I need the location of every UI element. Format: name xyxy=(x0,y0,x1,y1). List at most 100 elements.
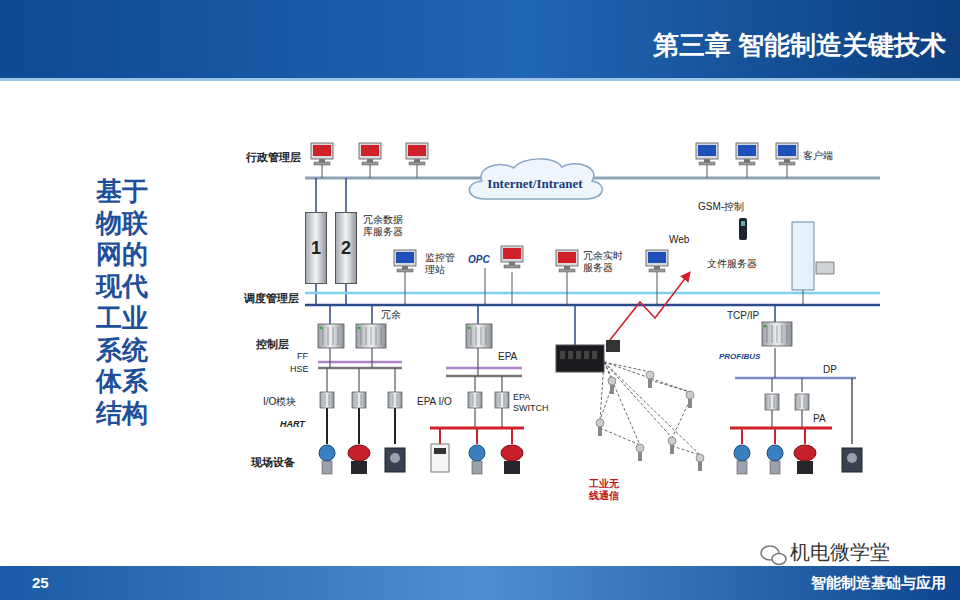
diagram-label: EPA SWITCH xyxy=(512,392,554,414)
file-server xyxy=(792,222,814,290)
screen xyxy=(313,145,331,156)
rack-slot xyxy=(376,327,377,345)
device-body xyxy=(842,448,862,472)
module-body xyxy=(468,392,482,408)
bus-line xyxy=(305,292,880,295)
diagram-label: TCP/IP xyxy=(726,310,760,322)
status-led xyxy=(468,327,471,330)
stand xyxy=(509,262,515,265)
transmitter-body xyxy=(472,461,482,474)
field-device xyxy=(501,445,523,474)
sensor-stem xyxy=(670,445,674,454)
io-module xyxy=(765,394,779,410)
rack-body xyxy=(356,324,386,348)
bus-line xyxy=(358,408,360,444)
device-body xyxy=(385,448,405,472)
wireless-link xyxy=(600,428,640,445)
bus-line xyxy=(774,428,776,444)
module-slot xyxy=(357,394,358,406)
module-body xyxy=(495,392,509,408)
diagram-label: DP xyxy=(822,364,838,376)
rack-slot xyxy=(782,325,783,343)
network-cloud: Internet/Intranet xyxy=(463,155,608,205)
bus-line xyxy=(567,272,568,305)
diagram-label: HART xyxy=(279,419,306,430)
bus-line xyxy=(501,376,502,392)
module-slot xyxy=(800,396,801,408)
bus-line xyxy=(394,368,395,392)
wireless-link xyxy=(604,362,650,372)
bus-line xyxy=(326,408,328,444)
screen xyxy=(738,145,756,156)
status-led xyxy=(764,325,767,328)
field-device xyxy=(348,445,370,474)
rack-slot xyxy=(328,327,329,345)
sensor-head xyxy=(608,377,616,385)
rack-slot xyxy=(476,327,477,345)
base xyxy=(739,162,755,165)
bus-line xyxy=(371,348,372,368)
sensor-head xyxy=(686,391,694,399)
field-device xyxy=(385,448,405,472)
sensor-stem xyxy=(648,379,652,388)
bus-line xyxy=(405,272,406,305)
sensor-stem xyxy=(688,399,692,408)
bus-line xyxy=(501,408,502,428)
device-gauge xyxy=(390,453,400,463)
screen xyxy=(698,145,716,156)
valve-actuator xyxy=(348,445,370,461)
module-body xyxy=(765,394,779,410)
module-slot xyxy=(397,394,398,406)
footer-bar xyxy=(0,566,960,600)
base xyxy=(314,162,330,165)
bus-line xyxy=(370,165,371,178)
bus-line xyxy=(329,305,331,324)
wireless-sensor xyxy=(636,444,644,461)
server-box: 1 xyxy=(305,212,327,284)
diagram-label: EPA xyxy=(497,351,518,363)
monitor xyxy=(406,143,428,159)
wireless-controller xyxy=(556,345,604,372)
wireless-link xyxy=(650,380,690,392)
module-slot xyxy=(504,394,505,406)
screen xyxy=(396,252,414,263)
bus-line xyxy=(326,368,327,392)
bus-line xyxy=(771,410,772,428)
base xyxy=(559,269,575,272)
diagram-label: OPC xyxy=(467,254,491,266)
controller-port xyxy=(560,351,565,359)
transmitter-body xyxy=(737,461,747,474)
rack-slot xyxy=(767,325,768,343)
bus-line xyxy=(474,376,475,392)
rack-slot xyxy=(486,327,487,345)
computer-icon xyxy=(556,250,578,272)
sensor-stem xyxy=(598,427,602,436)
monitor xyxy=(394,250,416,266)
field-device xyxy=(767,445,783,474)
sensor-head xyxy=(668,437,676,445)
stand xyxy=(744,159,750,162)
bus-line xyxy=(485,268,486,305)
sensor-head xyxy=(696,454,704,462)
computer-icon xyxy=(696,143,718,165)
valve-body xyxy=(504,461,520,474)
valve-actuator xyxy=(794,445,816,461)
meter-display xyxy=(434,448,446,454)
status-led xyxy=(320,327,323,330)
rack-slot xyxy=(787,325,788,343)
module-slot xyxy=(473,394,474,406)
screen xyxy=(408,145,426,156)
rack-slot xyxy=(471,327,472,345)
bus-line xyxy=(446,375,522,378)
field-device xyxy=(842,448,862,472)
module-slot xyxy=(393,394,394,406)
diagram-label: PROFIBUS xyxy=(718,352,761,362)
footer-text: 25 xyxy=(32,574,49,592)
wechat-icon xyxy=(772,554,786,565)
computer-icon xyxy=(501,246,523,268)
monitor xyxy=(646,250,668,266)
module-slot xyxy=(774,396,775,408)
diagram-label: I/O模块 xyxy=(262,396,297,408)
controller-rack xyxy=(466,324,492,348)
diagram-label: EPA I/O xyxy=(416,396,453,408)
